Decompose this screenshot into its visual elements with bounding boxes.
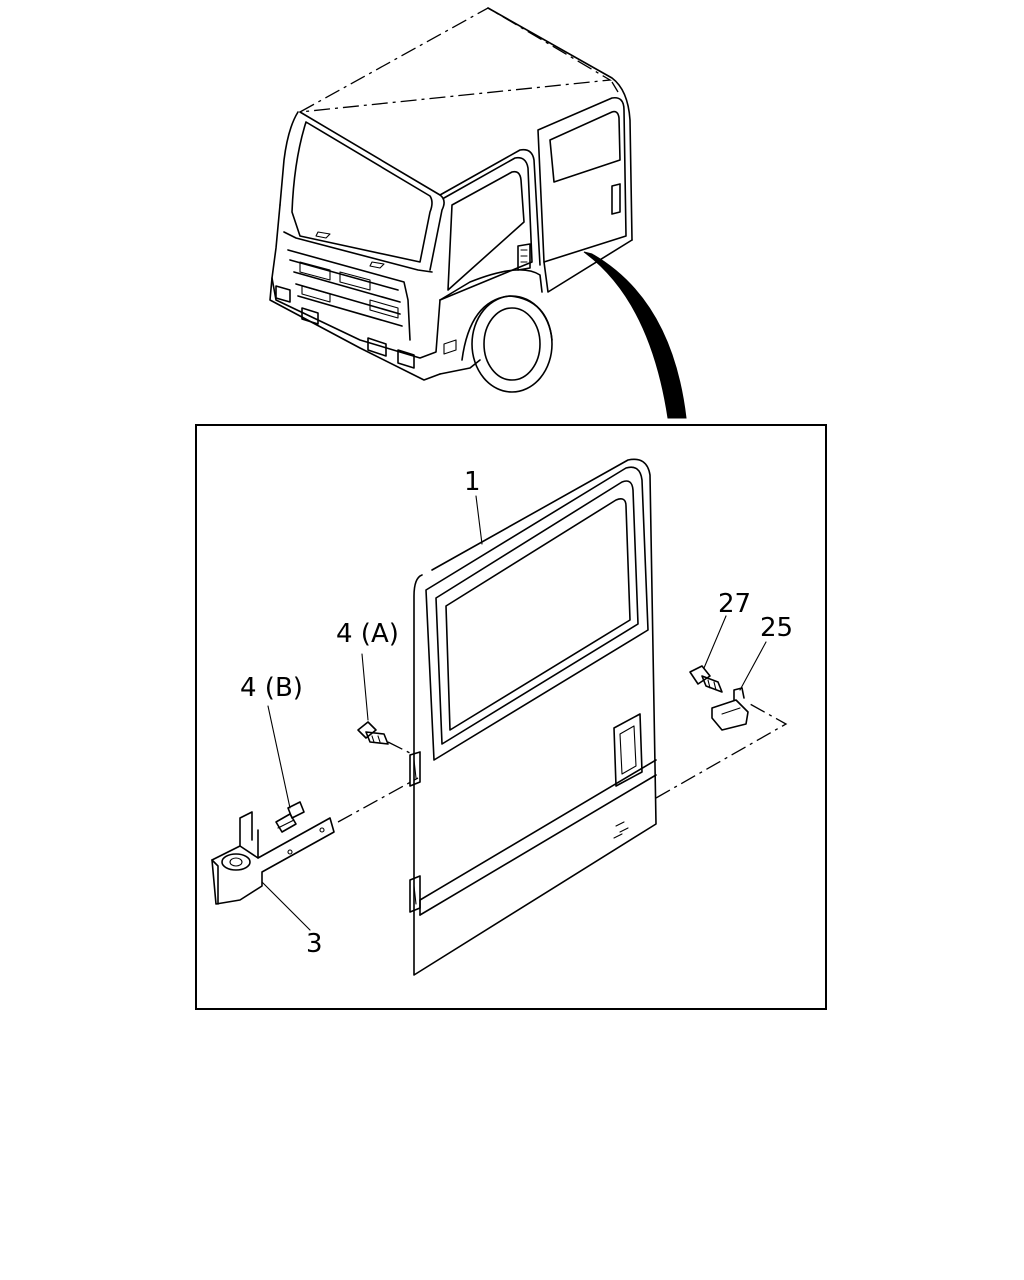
- leader-line-striker: [739, 641, 767, 691]
- callout-striker: 25: [760, 613, 793, 643]
- truck-cab-overview: [269, 7, 687, 419]
- bolt-4b: [275, 801, 305, 833]
- callout-bolt-27: 27: [718, 589, 751, 619]
- alignment-line-striker: [655, 703, 788, 799]
- leader-line-door: [475, 495, 483, 545]
- rear-door-assembly: [409, 458, 657, 976]
- alignment-line-hinge: [337, 777, 419, 823]
- leader-line-bolt-a: [361, 653, 369, 721]
- bolt-4a: [357, 721, 389, 745]
- callout-hinge-bracket: 3: [306, 929, 323, 959]
- leader-line-bolt-27: [703, 615, 727, 669]
- callout-door: 1: [464, 467, 481, 497]
- leader-line-bolt-b: [267, 705, 291, 809]
- callout-arrow: [583, 251, 687, 419]
- striker-25: [711, 687, 749, 731]
- alignment-line-bolt-a: [387, 741, 413, 755]
- callout-bolt-b: 4 (B): [240, 673, 303, 703]
- bolt-27: [689, 665, 723, 693]
- hinge-bracket: [211, 811, 335, 905]
- callout-bolt-a: 4 (A): [336, 619, 399, 649]
- detail-frame: [195, 424, 827, 1010]
- leader-line-bracket: [261, 881, 311, 931]
